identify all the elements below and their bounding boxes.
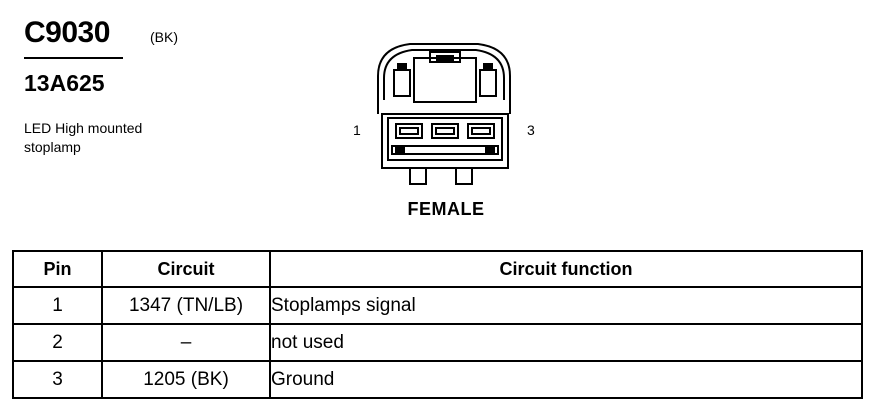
connector-gender-label: FEMALE <box>407 199 485 219</box>
pin-cell: 2 <box>12 323 103 362</box>
table-header-row: Pin Circuit Circuit function <box>12 250 863 288</box>
pin-cell: 3 <box>12 360 103 399</box>
pin-cavity-3 <box>467 123 495 139</box>
pin-cavity-2 <box>431 123 459 139</box>
part-number: 13A625 <box>24 70 105 96</box>
pin-label-left: 1 <box>353 122 361 138</box>
table-row: 1 1347 (TN/LB) Stoplamps signal <box>12 286 863 325</box>
connector-leg-left <box>409 168 427 185</box>
circuit-cell: – <box>101 323 271 362</box>
column-header-pin: Pin <box>12 250 103 288</box>
component-description: LED High mounted stoplamp <box>24 120 143 155</box>
connector-id: C9030 <box>24 16 110 49</box>
pin-cell: 1 <box>12 286 103 325</box>
connector-leg-right <box>455 168 473 185</box>
connector-face-diagram <box>377 43 511 185</box>
function-cell: Ground <box>269 360 863 399</box>
table-row: 2 – not used <box>12 323 863 362</box>
title-underline <box>24 57 123 59</box>
table-row: 3 1205 (BK) Ground <box>12 360 863 399</box>
column-header-function: Circuit function <box>269 250 863 288</box>
connector-body <box>381 113 509 169</box>
pin-cavity-1 <box>395 123 423 139</box>
column-header-circuit: Circuit <box>101 250 271 288</box>
color-code: (BK) <box>150 29 178 45</box>
circuit-cell: 1205 (BK) <box>101 360 271 399</box>
connector-housing <box>377 43 511 102</box>
function-cell: not used <box>269 323 863 362</box>
circuit-cell: 1347 (TN/LB) <box>101 286 271 325</box>
function-cell: Stoplamps signal <box>269 286 863 325</box>
pin-label-right: 3 <box>527 122 535 138</box>
pin-table: Pin Circuit Circuit function 1 1347 (TN/… <box>12 250 863 399</box>
